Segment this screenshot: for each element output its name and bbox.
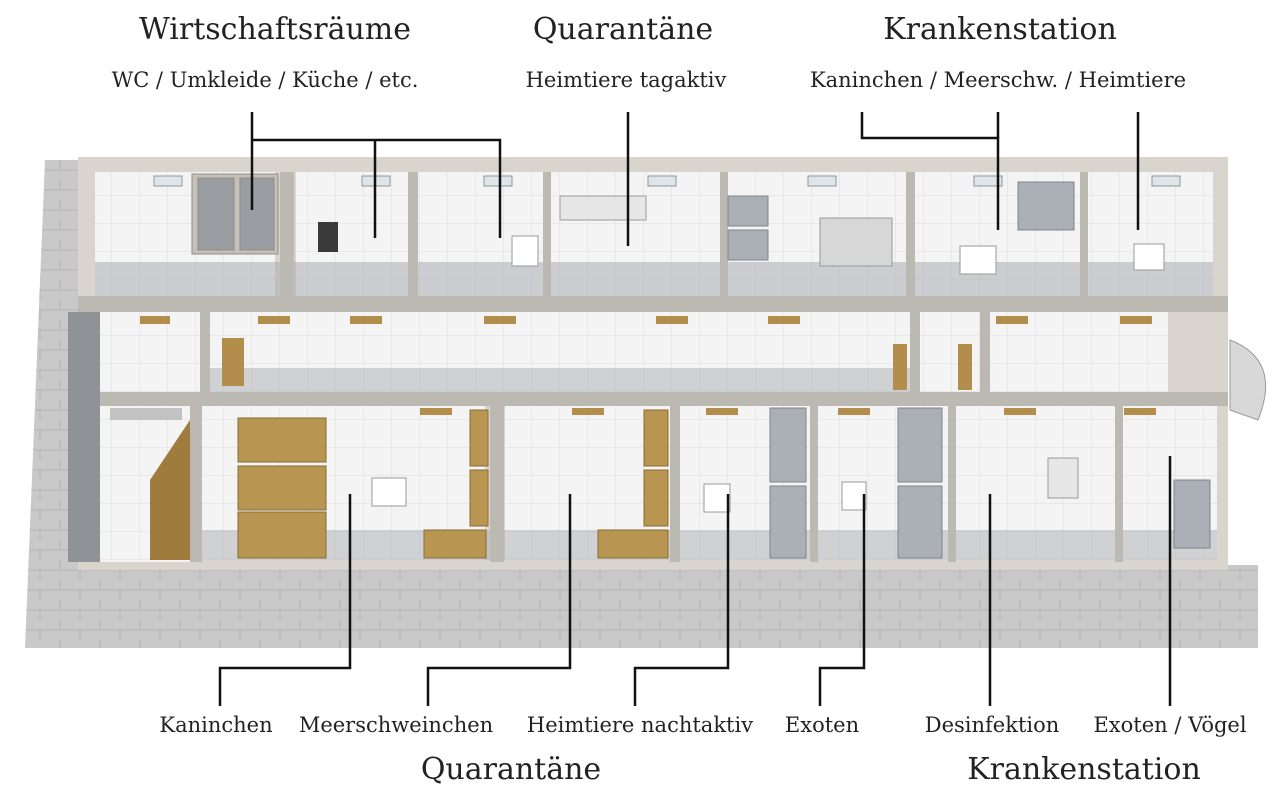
tables <box>371 195 1165 513</box>
label-desinfektion: Desinfektion <box>924 713 1060 737</box>
label-exoten: Exoten <box>784 713 860 737</box>
sub-wirtschaftsraeume: WC / Umkleide / Küche / etc. <box>111 68 419 92</box>
label-meerschweinchen: Meerschweinchen <box>298 713 494 737</box>
washroom-block <box>191 173 279 255</box>
label-exoten-voegel: Exoten / Vögel <box>1093 713 1247 737</box>
heading-quarantaene-top: Quarantäne <box>532 12 714 47</box>
heading-krankenstation-bottom: Krankenstation <box>967 752 1201 787</box>
cages <box>727 181 1211 559</box>
external-stair <box>1229 339 1266 421</box>
staircase <box>68 312 190 562</box>
label-heimtiere-nachtaktiv: Heimtiere nachtaktiv <box>526 713 754 737</box>
interior-walls <box>78 172 1228 562</box>
sub-krankenstation-top: Kaninchen / Meerschw. / Heimtiere <box>809 68 1187 92</box>
heading-quarantaene-bottom: Quarantäne <box>420 752 602 787</box>
wooden-doors <box>140 316 1156 415</box>
enclosures <box>237 409 669 559</box>
ground-paving <box>25 160 1258 648</box>
leader-lines <box>218 112 1172 706</box>
heading-krankenstation-top: Krankenstation <box>883 12 1117 47</box>
kitchen-units <box>318 222 338 252</box>
label-kaninchen: Kaninchen <box>159 713 273 737</box>
sub-quarantaene-top: Heimtiere tagaktiv <box>525 68 727 92</box>
heading-wirtschaftsraeume: Wirtschaftsräume <box>138 12 412 47</box>
